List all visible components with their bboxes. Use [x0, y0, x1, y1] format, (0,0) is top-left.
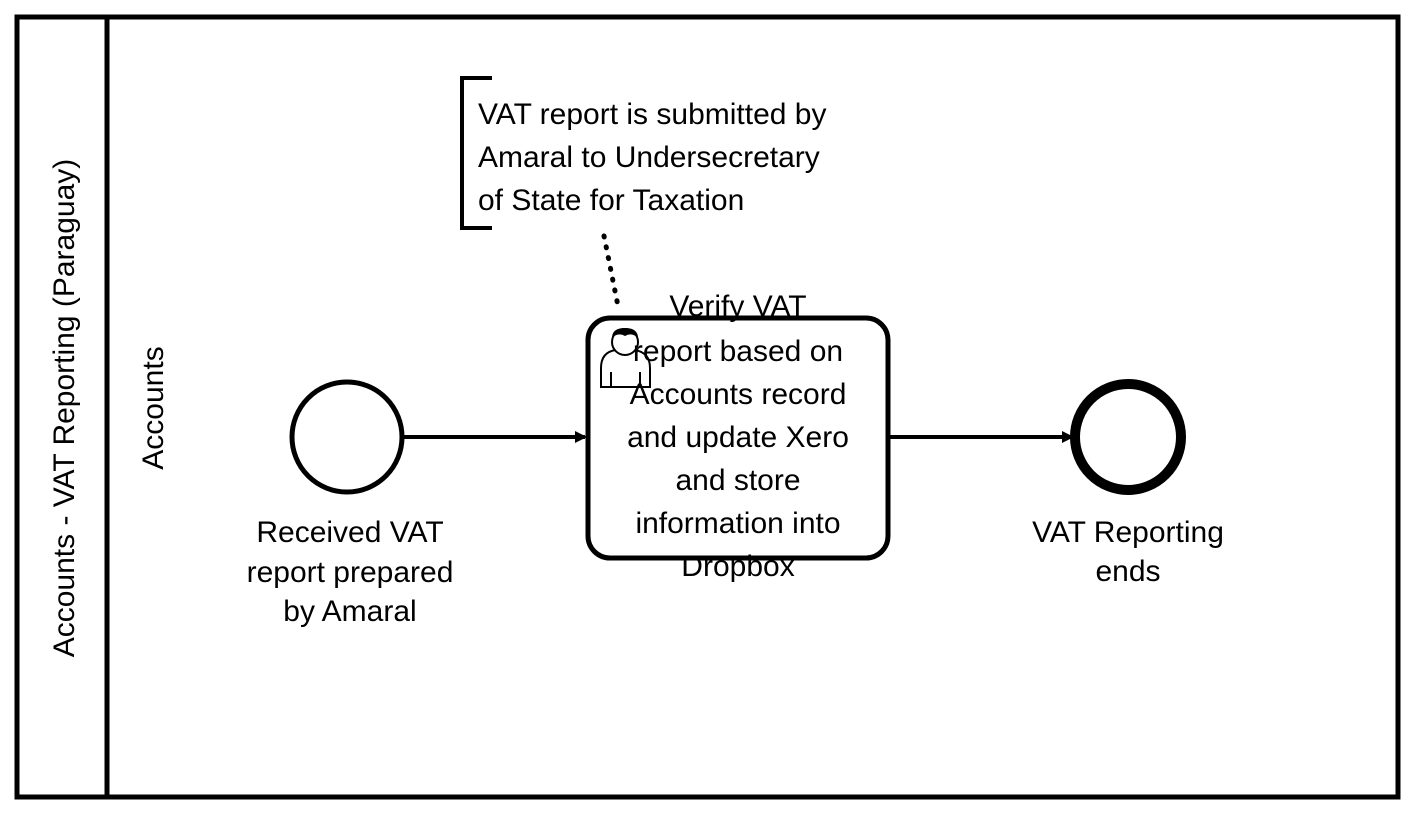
annotation-line: Amaral to Undersecretary: [478, 141, 820, 174]
start-event-label: Received VAT report prepared by Amaral: [247, 516, 454, 628]
user-task-label-line: and store: [675, 464, 800, 497]
association-line[interactable]: [601, 233, 621, 309]
user-task-label-line: Verify VAT: [669, 290, 806, 323]
end-event-label-line: VAT Reporting: [1032, 516, 1224, 549]
user-task-label-line: Accounts record: [630, 378, 847, 411]
user-task-label-line: information into: [635, 507, 840, 540]
end-event[interactable]: [1070, 379, 1186, 495]
user-task-label-line: report based on: [633, 335, 843, 368]
annotation-line: of State for Taxation: [478, 184, 744, 217]
end-event-label-line: ends: [1095, 555, 1160, 588]
user-task-label: Verify VAT report based on Accounts reco…: [627, 290, 849, 583]
lane-label: Accounts: [137, 346, 170, 469]
start-event-label-line: report prepared: [247, 556, 454, 589]
annotation-text: VAT report is submitted by Amaral to Und…: [478, 98, 826, 217]
user-task[interactable]: [585, 315, 891, 561]
annotation-line: VAT report is submitted by: [478, 98, 826, 131]
annotation-bracket[interactable]: [460, 76, 492, 230]
user-task-label-line: and update Xero: [627, 421, 849, 454]
user-icon: [600, 328, 651, 388]
start-event-label-line: Received VAT: [256, 516, 443, 549]
start-event[interactable]: [289, 379, 405, 495]
end-event-label: VAT Reporting ends: [1032, 516, 1224, 588]
start-event-label-line: by Amaral: [283, 595, 416, 628]
user-task-label-line: Dropbox: [681, 550, 794, 583]
pool-label: Accounts - VAT Reporting (Paraguay): [48, 159, 81, 658]
